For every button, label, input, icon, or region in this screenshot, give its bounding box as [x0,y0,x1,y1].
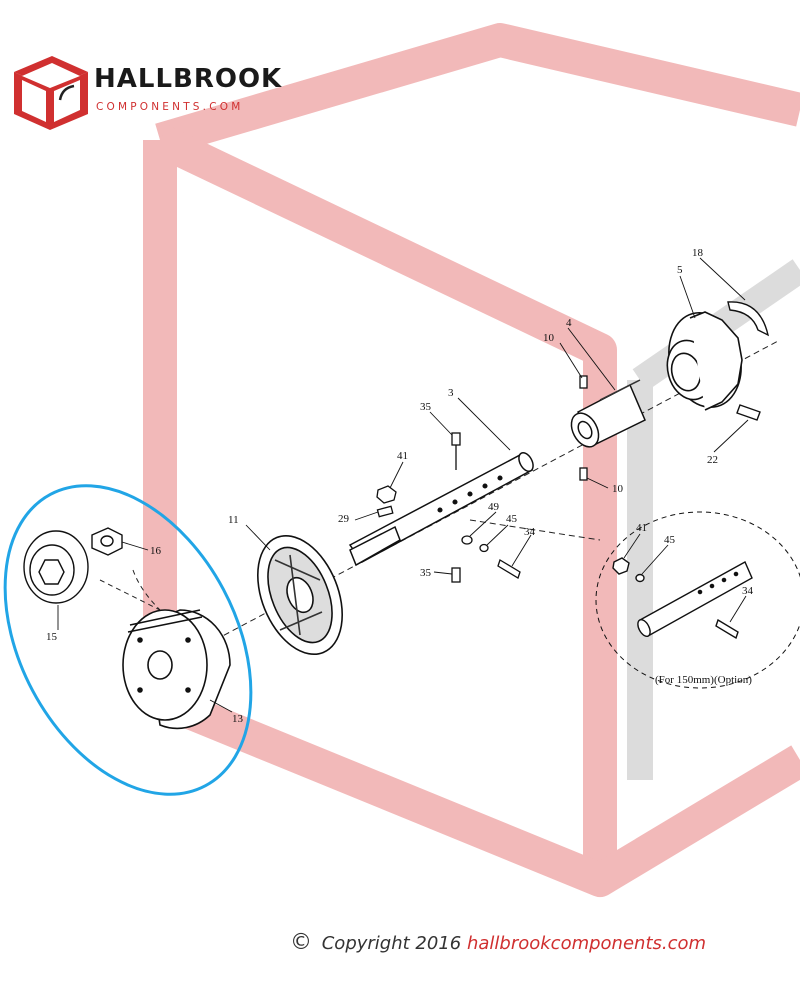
highlight-ellipse [3,484,253,796]
part-29-key [376,505,394,518]
part-18-key [727,301,770,337]
callout-45-option: 45 [664,534,676,546]
logo-cube-icon [14,56,88,130]
option-note: (For 150mm)(Option) [655,674,752,686]
parts-49-45-34 [461,535,521,579]
part-22-pin [736,404,761,421]
callout-13: 13 [232,713,244,725]
callout-41-option: 41 [636,522,647,534]
watermark-cube [143,23,800,897]
callout-41: 41 [397,450,408,462]
part-35-bolts [451,432,461,583]
callout-10-top: 10 [543,332,555,344]
leader-lines [57,257,749,713]
callout-4: 4 [566,317,572,329]
callout-35-top: 35 [420,401,432,413]
callout-3: 3 [448,387,454,399]
part-16-nut [91,527,123,556]
part-4-sleeve [570,379,646,448]
part-5-knob [666,311,743,411]
callout-15: 15 [46,631,58,643]
callout-29: 29 [338,513,350,525]
part-10-screws [579,375,588,481]
part-11-flange [257,534,343,656]
callout-18: 18 [692,247,704,259]
callout-49: 49 [488,501,500,513]
copyright-prefix: Copyright 2016 [321,933,462,954]
copyright-line: © Copyright 2016 hallbrookcomponents.com [290,930,706,955]
part-13-hub [122,609,231,730]
callout-16: 16 [150,545,162,557]
callout-5: 5 [677,264,683,276]
part-15-cap [23,530,89,604]
brand-tagline: COMPONENTS.COM [96,101,244,113]
option-detail: (For 150mm)(Option) [595,511,800,689]
callout-11: 11 [228,514,239,526]
brand-name: HALLBROOK [94,64,283,94]
callout-35-bottom: 35 [420,567,432,579]
callout-34-option: 34 [742,585,754,597]
part-3-shaft [348,451,534,567]
callout-45: 45 [506,513,518,525]
callout-22: 22 [707,454,718,466]
copyright-site[interactable]: hallbrookcomponents.com [466,933,707,954]
callout-labels: 3 4 5 10 10 11 13 15 16 18 22 29 34 34 3… [46,247,754,725]
part-41-nut [376,485,397,504]
callout-34: 34 [524,526,536,538]
callout-10-bottom: 10 [612,483,624,495]
copyright-icon: © [290,930,312,955]
